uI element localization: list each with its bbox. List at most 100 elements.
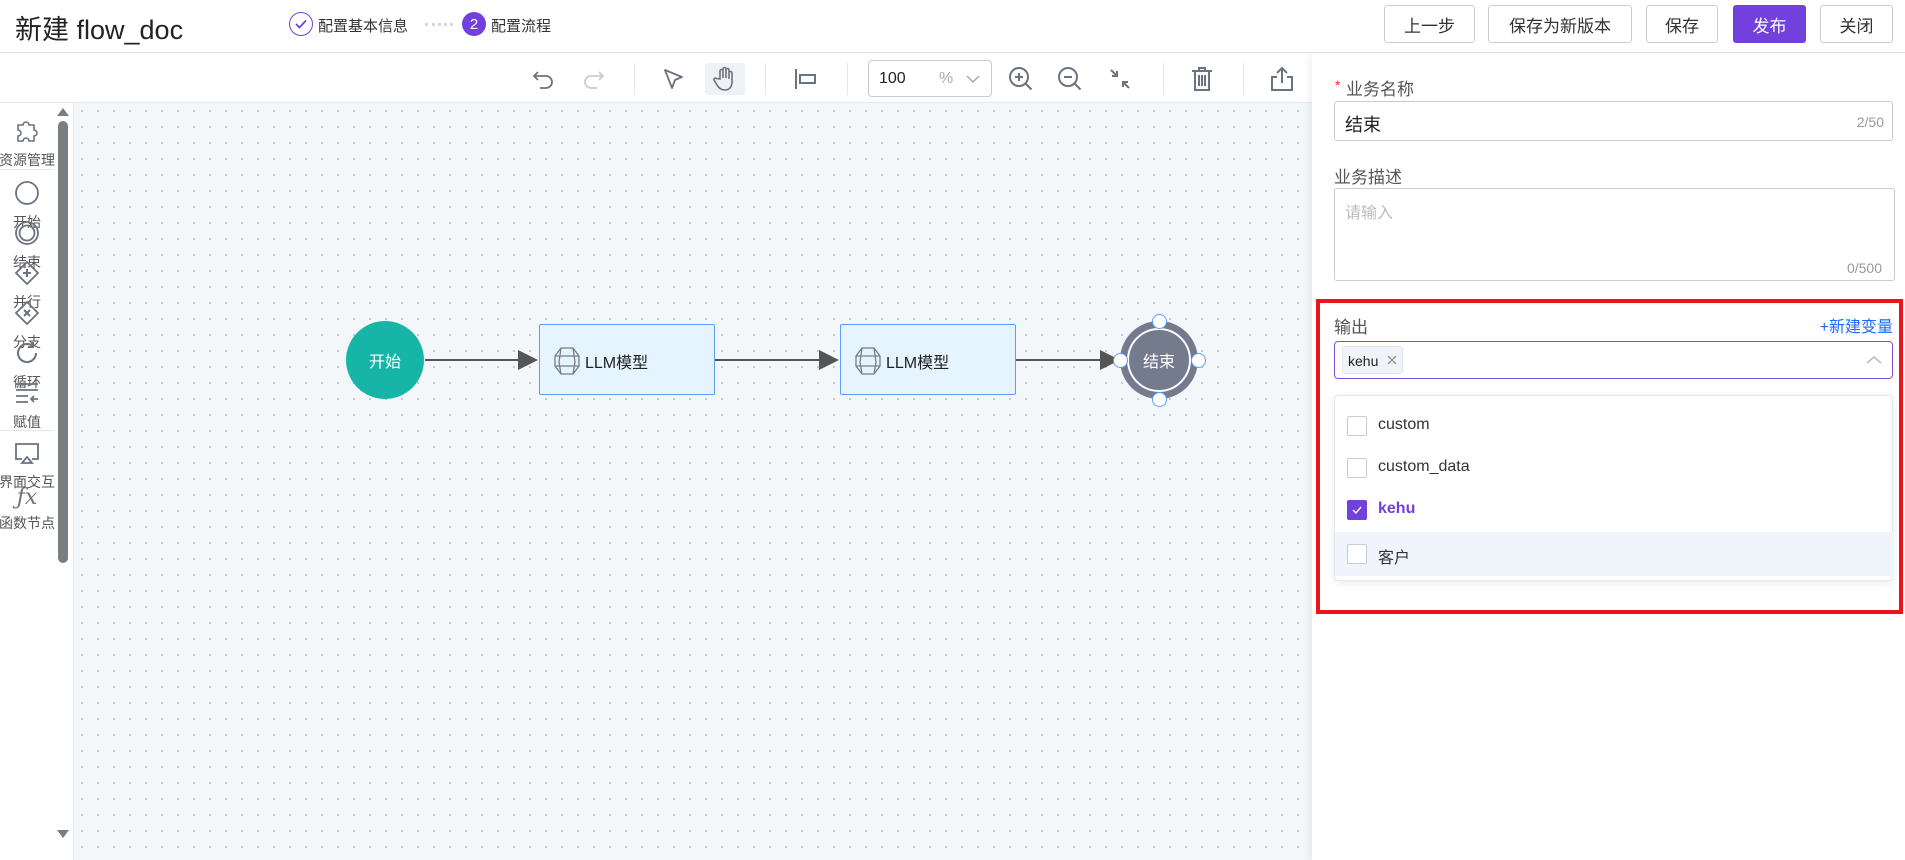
flow-diagram xyxy=(425,350,1120,370)
canvas-toolbar: 100 % xyxy=(0,53,1312,103)
description-textarea[interactable]: 请输入 0/500 xyxy=(1334,188,1895,281)
function-icon: ƒx xyxy=(16,485,38,510)
end-node-label: 结束 xyxy=(1127,328,1191,392)
dropdown-option-hovered[interactable]: 客户 xyxy=(1335,532,1894,576)
palette-item-ui-interaction[interactable]: 界面交互 xyxy=(0,439,55,492)
dropdown-option[interactable]: custom_data xyxy=(1335,447,1894,489)
palette-item-resource[interactable]: 资源管理 xyxy=(0,117,55,170)
redo-icon[interactable] xyxy=(577,63,609,95)
sidebar-scrollbar-thumb[interactable] xyxy=(58,121,68,563)
connection-handle-top[interactable] xyxy=(1152,314,1167,329)
required-asterisk: * xyxy=(1335,77,1341,93)
exclusive-gateway-icon xyxy=(14,300,40,326)
tag-close-icon[interactable] xyxy=(1387,355,1397,365)
scroll-down-arrow-icon[interactable] xyxy=(57,830,69,838)
output-dropdown: custom custom_data kehu 客户 xyxy=(1334,395,1894,581)
dropdown-option-selected[interactable]: kehu xyxy=(1335,489,1894,531)
palette-label: 赋值 xyxy=(13,414,41,430)
tag-label: kehu xyxy=(1348,353,1379,369)
llm-node[interactable]: LLM模型 xyxy=(539,324,715,395)
selected-tag: kehu xyxy=(1342,346,1403,374)
monitor-icon xyxy=(15,443,39,464)
highlight-box xyxy=(1316,299,1903,614)
start-node[interactable]: 开始 xyxy=(346,321,424,399)
properties-panel: * 业务名称 结束 2/50 业务描述 请输入 0/500 输出 +新建变量 k… xyxy=(1312,53,1905,860)
zoom-in-icon[interactable] xyxy=(1005,63,1037,95)
name-input[interactable]: 结束 2/50 xyxy=(1334,101,1893,141)
palette-label: 循环 xyxy=(13,374,41,390)
checkbox[interactable] xyxy=(1347,416,1367,436)
step-1-label[interactable]: 配置基本信息 xyxy=(318,18,409,35)
parallel-gateway-icon xyxy=(14,260,40,286)
llm-model-icon xyxy=(554,347,580,375)
fit-to-screen-icon[interactable] xyxy=(1104,63,1136,95)
save-as-new-version-button[interactable]: 保存为新版本 xyxy=(1488,5,1632,43)
connection-handle-right[interactable] xyxy=(1191,353,1206,368)
zoom-out-icon[interactable] xyxy=(1054,63,1086,95)
description-label: 业务描述 xyxy=(1334,168,1402,187)
toolbar-divider xyxy=(1163,63,1164,95)
toolbar-divider xyxy=(1243,63,1244,95)
double-circle-icon xyxy=(15,221,39,245)
select-pointer-icon[interactable] xyxy=(657,63,689,95)
end-node-selected[interactable]: 结束 xyxy=(1120,321,1198,399)
prev-step-button[interactable]: 上一步 xyxy=(1384,5,1475,43)
assign-icon xyxy=(16,383,38,403)
palette-divider xyxy=(0,169,54,170)
step-2-badge: 2 xyxy=(462,12,486,36)
circle-icon xyxy=(15,181,39,205)
header: 新建 flow_doc 配置基本信息 2 配置流程 上一步 保存为新版本 保存 … xyxy=(0,0,1905,53)
node-palette-sidebar: 资源管理 开始 结束 并行 分支 循环 赋值 界面交互 ƒx 函数节点 xyxy=(0,103,74,860)
palette-divider xyxy=(0,430,54,431)
checkbox-checked[interactable] xyxy=(1347,500,1367,520)
new-variable-link[interactable]: +新建变量 xyxy=(1819,319,1893,336)
llm-node-label: LLM模型 xyxy=(886,355,950,372)
toolbar-divider xyxy=(634,63,635,95)
export-share-icon[interactable] xyxy=(1266,63,1298,95)
palette-item-assign[interactable]: 赋值 xyxy=(0,379,54,432)
chevron-down-icon xyxy=(966,75,980,84)
name-input-value: 结束 xyxy=(1345,115,1381,135)
description-placeholder: 请输入 xyxy=(1345,205,1394,222)
palette-label: 函数节点 xyxy=(0,515,55,531)
step-done-check-icon xyxy=(289,12,313,36)
hand-pan-icon[interactable] xyxy=(705,63,745,95)
puzzle-icon xyxy=(17,121,38,142)
palette-label: 界面交互 xyxy=(0,474,55,490)
output-label: 输出 xyxy=(1334,318,1368,337)
undo-icon[interactable] xyxy=(528,63,560,95)
description-char-count: 0/500 xyxy=(1846,260,1882,276)
llm-model-icon xyxy=(855,347,881,375)
option-label: kehu xyxy=(1378,500,1416,517)
zoom-value: 100 xyxy=(879,70,906,87)
name-char-count: 2/50 xyxy=(1856,114,1884,130)
step-2-label[interactable]: 配置流程 xyxy=(491,18,552,35)
output-multiselect[interactable]: kehu xyxy=(1334,341,1893,379)
name-label: 业务名称 xyxy=(1346,80,1414,99)
close-button[interactable]: 关闭 xyxy=(1820,5,1893,43)
palette-item-loop[interactable]: 循环 xyxy=(0,339,54,392)
zoom-select[interactable]: 100 % xyxy=(868,60,992,97)
llm-node[interactable]: LLM模型 xyxy=(840,324,1016,395)
zoom-unit: % xyxy=(939,70,954,87)
delete-trash-icon[interactable] xyxy=(1186,63,1218,95)
dropdown-option[interactable]: custom xyxy=(1335,405,1894,447)
connection-handle-left[interactable] xyxy=(1113,353,1128,368)
check-icon xyxy=(1352,506,1362,515)
option-label: 客户 xyxy=(1378,550,1411,567)
toolbar-divider xyxy=(847,63,848,95)
flow-canvas[interactable]: 开始 LLM模型 LLM模型 结束 xyxy=(74,103,1312,860)
checkbox[interactable] xyxy=(1347,458,1367,478)
checkbox[interactable] xyxy=(1347,544,1367,564)
scroll-up-arrow-icon[interactable] xyxy=(57,108,69,116)
page-title: 新建 flow_doc xyxy=(15,15,184,45)
option-label: custom xyxy=(1378,416,1430,433)
publish-button[interactable]: 发布 xyxy=(1733,5,1806,43)
align-left-icon[interactable] xyxy=(790,63,822,95)
step-connector xyxy=(425,23,453,26)
palette-item-function[interactable]: ƒx 函数节点 xyxy=(0,485,55,533)
save-button[interactable]: 保存 xyxy=(1646,5,1718,43)
loop-icon xyxy=(17,342,37,363)
toolbar-divider xyxy=(765,63,766,95)
connection-handle-bottom[interactable] xyxy=(1152,392,1167,407)
